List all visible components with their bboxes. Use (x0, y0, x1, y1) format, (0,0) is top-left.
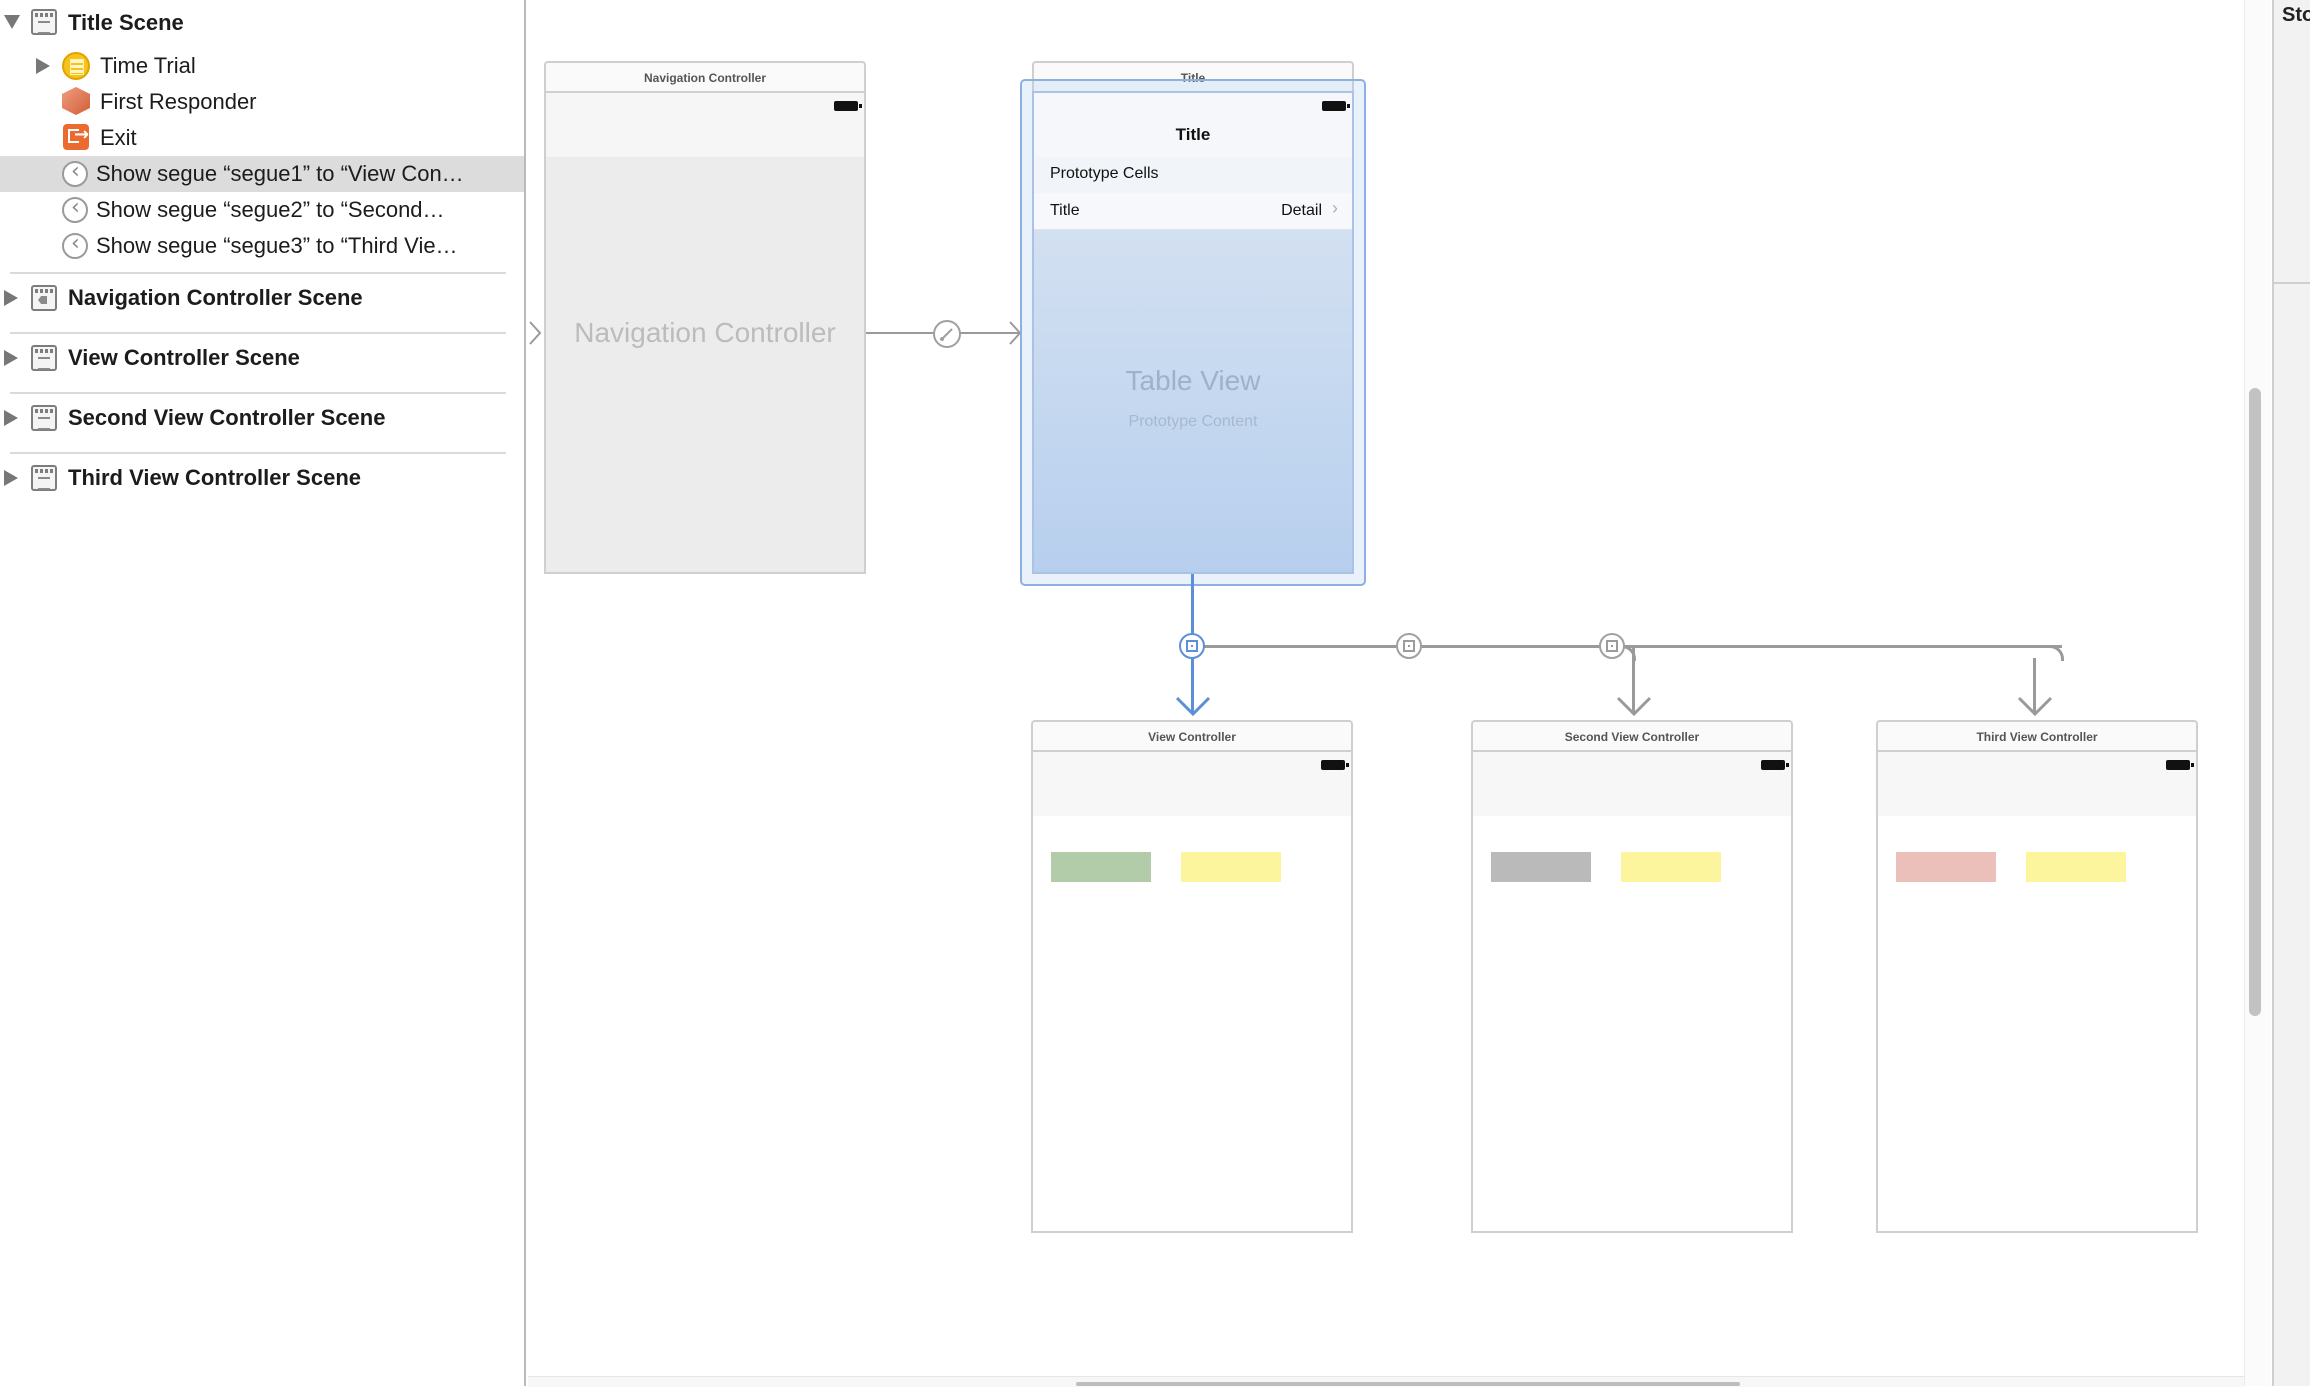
view-controller-scene[interactable] (1031, 750, 1353, 1233)
table-view-placeholder-subtitle: Prototype Content (1128, 413, 1258, 430)
outline-scene-label: Second View Controller Scene (68, 405, 386, 430)
outline-item-label: First Responder (100, 89, 257, 114)
navigation-controller-scene[interactable]: Navigation Controller (544, 91, 866, 574)
outline-second-view-controller-scene[interactable]: Second View Controller Scene (0, 400, 524, 436)
navigation-bar: Title (1034, 93, 1352, 157)
outline-separator (10, 272, 506, 274)
inspector-label: Sto (2282, 4, 2310, 26)
third-view-controller-scene[interactable] (1876, 750, 2198, 1233)
outline-item-first-responder[interactable]: First Responder (0, 84, 524, 120)
document-outline: Title Scene Time Trial First Responder E… (0, 0, 526, 1386)
second-view-controller-scene[interactable] (1471, 750, 1793, 1233)
outline-item-segue2[interactable]: Show segue “segue2” to “Second… (0, 192, 524, 228)
horizontal-scroll-track[interactable] (528, 1376, 2244, 1387)
outline-item-label: Show segue “segue1” to “View Con… (96, 161, 464, 186)
navigation-bar (1878, 752, 2196, 816)
scene-title-second-view-controller[interactable]: Second View Controller (1471, 720, 1793, 750)
outline-third-view-controller-scene[interactable]: Third View Controller Scene (0, 460, 524, 496)
navigation-scene-icon (31, 285, 57, 311)
battery-icon (1321, 760, 1349, 770)
outline-item-segue3[interactable]: Show segue “segue3” to “Third Vie… (0, 228, 524, 264)
outline-item-label: Show segue “segue3” to “Third Vie… (96, 233, 458, 258)
scene-icon (31, 405, 57, 431)
segue-icon (62, 195, 88, 223)
inspector-panel: Sto (2272, 0, 2310, 1386)
navigation-controller-placeholder: Navigation Controller (574, 317, 836, 348)
section-header: Prototype Cells (1034, 157, 1352, 193)
relationship-segue-icon[interactable] (932, 319, 962, 349)
battery-icon (1761, 760, 1789, 770)
outline-item-label: Exit (100, 125, 137, 150)
segue2-show-icon[interactable] (1396, 633, 1422, 659)
disclosure-collapsed-icon[interactable] (4, 290, 18, 306)
scene-title-third-view-controller[interactable]: Third View Controller (1876, 720, 2198, 750)
color-view-left[interactable] (1896, 852, 1996, 882)
outline-item-label: Show segue “segue2” to “Second… (96, 197, 445, 222)
outline-item-label: Time Trial (100, 53, 196, 78)
color-view-left[interactable] (1051, 852, 1151, 882)
disclosure-expanded-icon[interactable] (4, 15, 20, 29)
disclosure-collapsed-icon[interactable] (4, 350, 18, 366)
disclosure-collapsed-icon[interactable] (4, 470, 18, 486)
disclosure-collapsed-icon[interactable] (4, 410, 18, 426)
scene-icon (31, 345, 57, 371)
segue-arrow-icon (1616, 696, 1652, 717)
connector-corner (2048, 645, 2064, 661)
scene-title-navigation-controller[interactable]: Navigation Controller (544, 61, 866, 91)
outline-scene-label: Third View Controller Scene (68, 465, 361, 490)
scene-icon (31, 465, 57, 491)
battery-icon (2166, 760, 2194, 770)
color-view-right[interactable] (1621, 852, 1721, 882)
battery-icon (1322, 101, 1350, 111)
outline-item-time-trial[interactable]: Time Trial (0, 48, 524, 84)
scene-icon (31, 9, 57, 35)
navigation-bar (1473, 752, 1791, 816)
prototype-cell[interactable]: Title Detail › (1034, 193, 1352, 230)
disclosure-collapsed-icon[interactable] (36, 58, 50, 74)
battery-icon (834, 101, 862, 111)
outline-separator (10, 452, 506, 454)
outline-title-scene[interactable]: Title Scene (0, 4, 524, 40)
color-view-right[interactable] (1181, 852, 1281, 882)
segue2-connector (1632, 645, 1635, 713)
title-table-view-controller-scene[interactable]: Title Prototype Cells Title Detail › Tab… (1032, 91, 1354, 574)
storyboard-canvas[interactable]: Navigation Controller Navigation Control… (528, 0, 2246, 1386)
horizontal-scrollbar[interactable] (1076, 1382, 1740, 1386)
segue3-show-icon[interactable] (1599, 633, 1625, 659)
segue-arrow-icon (2017, 696, 2053, 717)
segue-icon (62, 159, 88, 187)
outline-item-segue1[interactable]: Show segue “segue1” to “View Con… (0, 156, 524, 192)
segue1-show-icon[interactable] (1179, 633, 1205, 659)
scene-title-view-controller[interactable]: View Controller (1031, 720, 1353, 750)
outline-scene-label: Navigation Controller Scene (68, 285, 363, 310)
segue3-connector (2033, 658, 2036, 713)
segue-icon (62, 231, 88, 259)
navigation-bar (546, 93, 864, 157)
view-controller-icon (62, 52, 90, 80)
outline-item-exit[interactable]: Exit (0, 120, 524, 156)
exit-icon (63, 124, 89, 150)
outline-view-controller-scene[interactable]: View Controller Scene (0, 340, 524, 376)
outline-separator (10, 392, 506, 394)
scene-title-title[interactable]: Title (1032, 61, 1354, 91)
segue-arrow-icon (1175, 696, 1211, 717)
table-view-placeholder: Table View (1125, 365, 1261, 396)
chevron-right-icon: › (1332, 198, 1338, 218)
outline-scene-label: View Controller Scene (68, 345, 300, 370)
cell-detail: Detail (1281, 202, 1322, 219)
connector-corner (1620, 645, 1636, 661)
inspector-divider (2274, 282, 2310, 284)
navigation-title: Title (1175, 125, 1211, 144)
section-header-label: Prototype Cells (1050, 165, 1159, 182)
outline-scene-label: Title Scene (68, 10, 184, 35)
vertical-scrollbar[interactable] (2249, 388, 2261, 1016)
cell-title: Title (1050, 202, 1080, 219)
initial-view-controller-arrow-icon (529, 321, 542, 345)
color-view-left[interactable] (1491, 852, 1591, 882)
outline-separator (10, 332, 506, 334)
color-view-right[interactable] (2026, 852, 2126, 882)
first-responder-icon (62, 87, 90, 115)
navigation-bar (1033, 752, 1351, 816)
outline-navigation-controller-scene[interactable]: Navigation Controller Scene (0, 280, 524, 316)
